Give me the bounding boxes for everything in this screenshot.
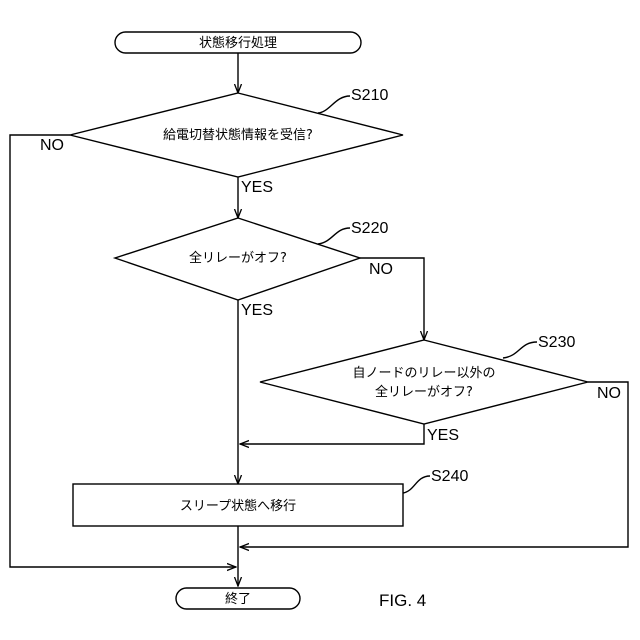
- label-d1-no: NO: [40, 137, 64, 154]
- step-s230: S230: [538, 334, 575, 351]
- figure-caption: FIG. 4: [379, 591, 426, 610]
- leader-s240: [403, 476, 430, 493]
- label-d2-yes: YES: [241, 302, 273, 319]
- end-label: 終了: [225, 591, 251, 607]
- label-d1-yes: YES: [241, 179, 273, 196]
- label-d2-no: NO: [369, 261, 393, 278]
- step-s210: S210: [351, 87, 388, 104]
- decision-d2-label: 全リレーがオフ?: [189, 250, 287, 266]
- decision-d3: [260, 340, 588, 424]
- process-p1-label: スリープ状態へ移行: [180, 498, 296, 514]
- edge-d3-yes-merge: [240, 424, 424, 444]
- start-label: 状態移行処理: [199, 35, 277, 51]
- decision-d3-label-line1: 自ノードのリレー以外の: [352, 366, 495, 381]
- leader-s230: [503, 342, 537, 358]
- label-d3-yes: YES: [427, 427, 459, 444]
- leader-s210: [318, 96, 350, 113]
- label-d3-no: NO: [597, 385, 621, 402]
- decision-d1-label: 給電切替状態情報を受信?: [163, 127, 313, 143]
- decision-d3-label-line2: 全リレーがオフ?: [375, 384, 473, 400]
- step-s220: S220: [351, 220, 388, 237]
- step-s240: S240: [431, 468, 468, 485]
- leader-s220: [318, 228, 350, 244]
